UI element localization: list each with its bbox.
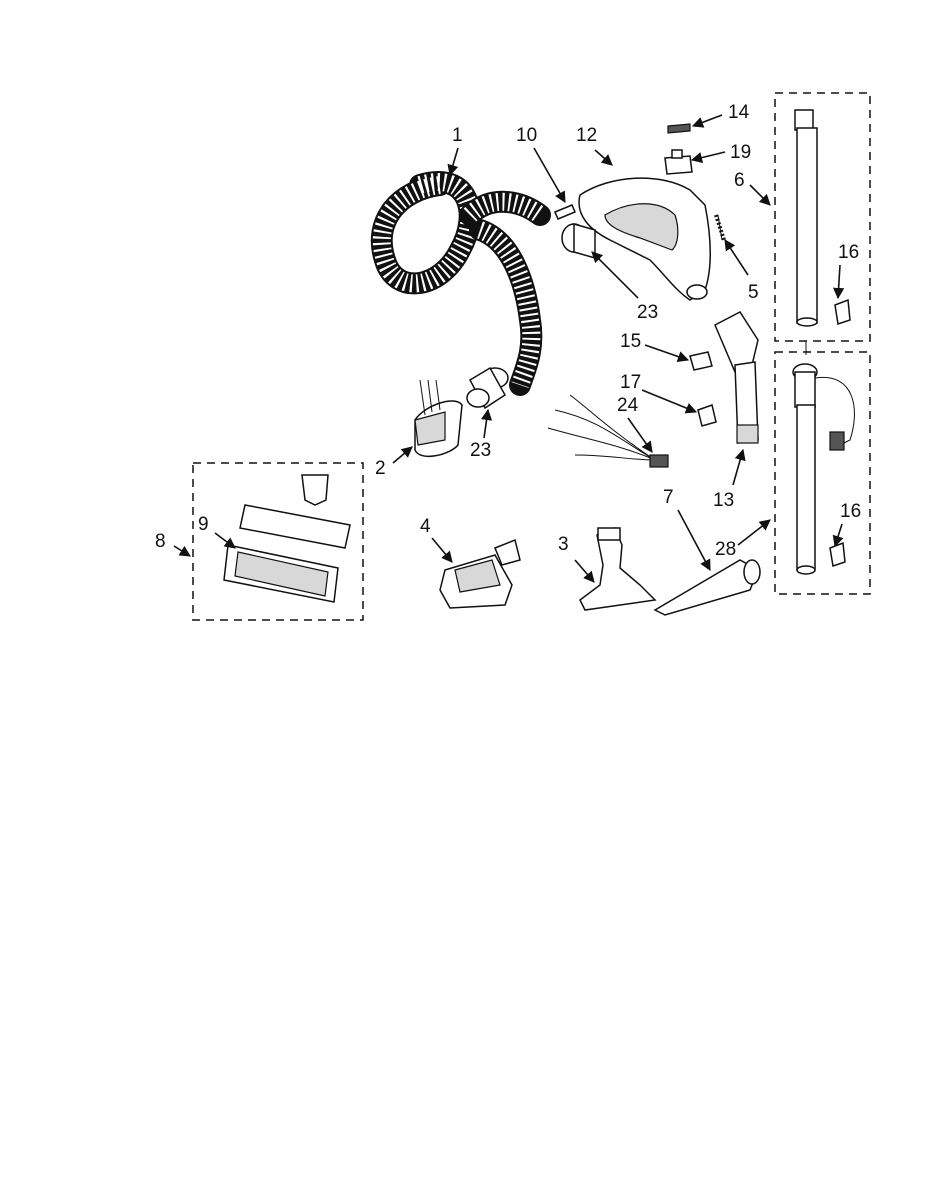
floor-tool-part-3	[579, 527, 657, 611]
callout-2: 2	[375, 458, 386, 479]
clip-part-16-lower	[829, 541, 846, 567]
wand-elbow-part-13	[714, 311, 759, 444]
callout-24: 24	[617, 395, 639, 416]
callout-14: 14	[728, 102, 750, 123]
callout-5: 5	[748, 282, 759, 303]
callout-labels: 1 10 12 14 19 6 16 23 5 15 17 24 2 23 13…	[155, 102, 861, 560]
wand-lower-box	[774, 351, 871, 595]
callout-23-bottom: 23	[470, 440, 491, 461]
hose-end-part-2	[414, 379, 463, 458]
switch-part-19	[664, 149, 693, 175]
callout-12: 12	[576, 125, 597, 146]
collar-part-23-bottom	[466, 366, 509, 410]
callout-15: 15	[620, 331, 641, 352]
collar-part-23-top	[561, 223, 596, 259]
clip-part-16-upper	[834, 298, 851, 325]
leader-arrows	[173, 114, 845, 583]
latch-part-17	[697, 404, 717, 427]
handle-part-12	[578, 177, 711, 301]
callout-7: 7	[663, 487, 674, 508]
callout-1: 1	[452, 125, 463, 146]
upholstery-tool-part-8	[239, 474, 351, 549]
clip-part-15	[689, 351, 713, 371]
callout-9: 9	[198, 514, 209, 535]
callout-23-top: 23	[637, 302, 658, 323]
callout-28: 28	[715, 539, 736, 560]
crevice-tool-part-7	[653, 559, 761, 616]
wand-part-6	[794, 109, 818, 327]
wand-upper-box	[774, 92, 871, 342]
clip-part-14	[667, 123, 691, 134]
callout-4: 4	[420, 516, 431, 537]
spring-part-5	[714, 214, 726, 241]
upholstery-tool-box	[192, 462, 364, 621]
callout-17: 17	[620, 372, 641, 393]
hose-part-1	[370, 171, 551, 396]
screw-part-10	[554, 204, 576, 220]
callout-16-upper: 16	[838, 242, 859, 263]
callout-16-lower: 16	[840, 501, 861, 522]
wiring-harness-part-24	[547, 394, 669, 468]
callout-13: 13	[713, 490, 734, 511]
callout-19: 19	[730, 142, 751, 163]
callout-8: 8	[155, 531, 166, 552]
wand-part-28	[792, 363, 855, 575]
callout-6: 6	[734, 170, 745, 191]
callout-3: 3	[558, 534, 569, 555]
brush-insert-part-9	[223, 544, 339, 603]
turbo-brush-part-4	[439, 538, 521, 609]
callout-10: 10	[516, 125, 537, 146]
